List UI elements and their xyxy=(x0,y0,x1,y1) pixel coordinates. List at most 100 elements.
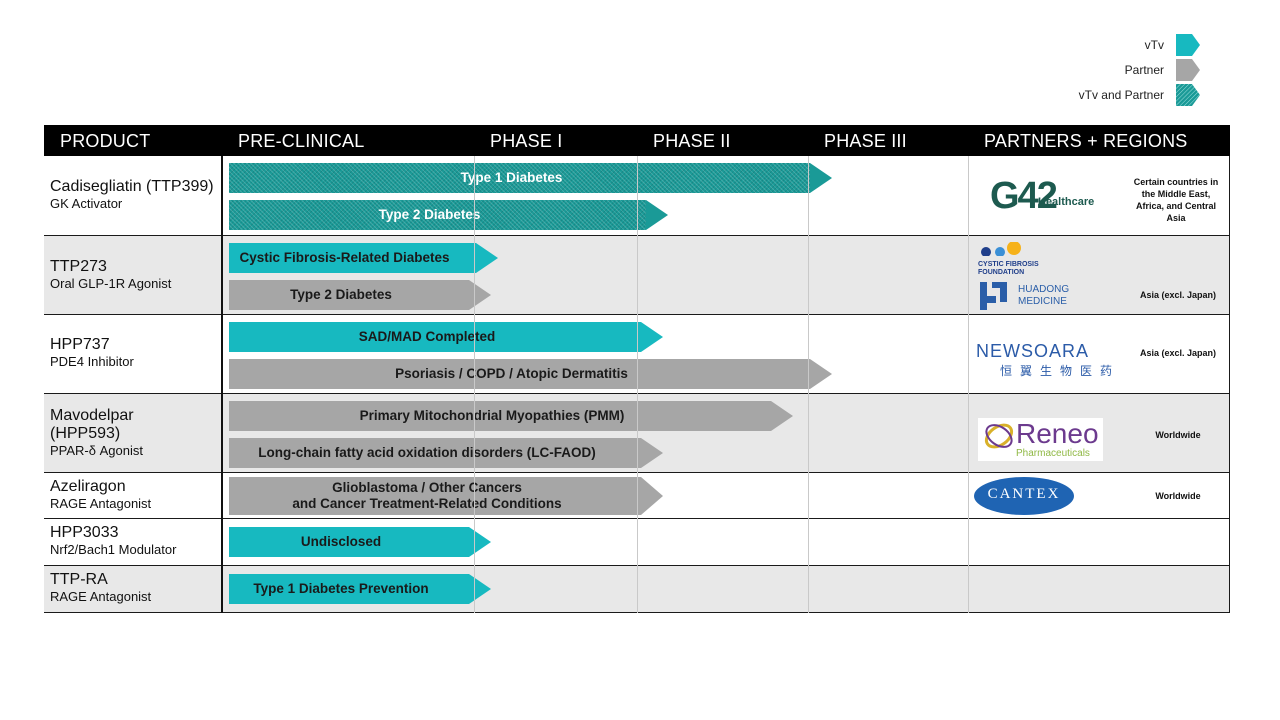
column-divider xyxy=(637,156,638,613)
program-label: Glioblastoma / Other Cancers and Cancer … xyxy=(292,480,577,512)
partner-region: Worldwide xyxy=(1155,491,1201,501)
product-mechanism: RAGE Antagonist xyxy=(50,496,152,511)
huadong-mark-icon xyxy=(980,282,1007,310)
legend: vTv Partner vTv and Partner xyxy=(1079,32,1200,107)
arrow-head-icon xyxy=(810,163,832,193)
cff-circles-icon xyxy=(981,241,1021,257)
program-label: Psoriasis / COPD / Atopic Dermatitis xyxy=(395,366,628,381)
program-bar: Psoriasis / COPD / Atopic Dermatitis xyxy=(229,359,832,389)
product-cell: Azeliragon RAGE Antagonist xyxy=(50,478,151,511)
program-bar: Type 1 Diabetes xyxy=(229,163,832,193)
partner-logo-huadong: HUADONG MEDICINE xyxy=(978,280,1078,312)
arrow-head-icon xyxy=(469,280,491,310)
table-header: PRODUCT PRE-CLINICAL PHASE I PHASE II PH… xyxy=(44,125,1230,156)
program-label: Long-chain fatty acid oxidation disorder… xyxy=(258,445,596,460)
pipeline-table: PRODUCT PRE-CLINICAL PHASE I PHASE II PH… xyxy=(44,125,1230,613)
program-bar: Type 2 Diabetes xyxy=(229,280,491,310)
product-name: TTP273 xyxy=(50,258,107,275)
program-bar: Undisclosed xyxy=(229,527,491,557)
arrow-head-icon xyxy=(469,574,491,604)
product-mechanism: Oral GLP-1R Agonist xyxy=(50,276,172,291)
product-name: HPP737 xyxy=(50,336,110,353)
product-cell: Cadisegliatin (TTP399) GK Activator xyxy=(50,178,214,211)
g42-logo-sub: Healthcare xyxy=(1038,196,1095,208)
newsoara-logo-sub: 恒翼生物医药 xyxy=(1000,364,1121,378)
product-cell: TTP-RA RAGE Antagonist xyxy=(50,571,151,604)
column-header-phase-1: PHASE I xyxy=(490,131,563,151)
product-mechanism: PPAR-δ Agonist xyxy=(50,443,143,458)
column-divider xyxy=(474,156,475,613)
arrow-head-icon xyxy=(646,200,668,230)
program-bar: Glioblastoma / Other Cancers and Cancer … xyxy=(229,477,663,515)
program-bar: Primary Mitochondrial Myopathies (PMM) xyxy=(229,401,793,431)
program-label: Cystic Fibrosis-Related Diabetes xyxy=(239,250,450,265)
partner-logo-cantex: CANTEX xyxy=(974,477,1074,515)
program-label: Primary Mitochondrial Myopathies (PMM) xyxy=(359,408,625,423)
arrow-head-icon xyxy=(771,401,793,431)
legend-item-vtv: vTv xyxy=(1079,32,1200,57)
product-mechanism: GK Activator xyxy=(50,196,123,211)
partner-region: Worldwide xyxy=(1155,430,1201,440)
column-header-partners-regions: PARTNERS + REGIONS xyxy=(984,131,1188,151)
legend-arrow-teal-icon xyxy=(1176,33,1200,56)
g42-logo-mark: G42 xyxy=(990,175,1058,217)
arrow-head-icon xyxy=(810,359,832,389)
column-divider xyxy=(221,156,223,613)
program-label: Type 1 Diabetes Prevention xyxy=(253,581,429,596)
program-label: Type 2 Diabetes xyxy=(378,207,481,222)
partner-logo-g42: G42 Healthcare xyxy=(990,177,1095,215)
column-header-phase-2: PHASE II xyxy=(653,131,731,151)
program-label-line-2: and Cancer Treatment-Related Conditions xyxy=(292,496,562,511)
legend-arrow-gray-icon xyxy=(1176,58,1200,81)
legend-item-partner: Partner xyxy=(1079,57,1200,82)
partner-logo-newsoara: NEWSOARA 恒翼生物医药 xyxy=(976,341,1120,379)
product-mechanism: PDE4 Inhibitor xyxy=(50,354,134,369)
column-divider xyxy=(808,156,809,613)
legend-label: vTv xyxy=(1144,37,1164,52)
program-label: Undisclosed xyxy=(300,534,382,549)
arrow-head-icon xyxy=(641,438,663,468)
product-name: Mavodelpar (HPP593) xyxy=(50,407,134,442)
legend-item-vtv-and-partner: vTv and Partner xyxy=(1079,82,1200,107)
partner-logo-reneo: Reneo Pharmaceuticals xyxy=(978,418,1103,461)
table-right-border xyxy=(1229,156,1230,613)
legend-label: vTv and Partner xyxy=(1078,87,1164,102)
program-bar: Type 1 Diabetes Prevention xyxy=(229,574,491,604)
arrow-head-icon xyxy=(469,527,491,557)
product-mechanism: Nrf2/Bach1 Modulator xyxy=(50,542,177,557)
legend-label: Partner xyxy=(1124,62,1164,77)
program-label-line-1: Glioblastoma / Other Cancers xyxy=(332,480,522,495)
reneo-logo-text: Reneo xyxy=(1016,418,1099,449)
product-cell: HPP3033 Nrf2/Bach1 Modulator xyxy=(50,524,176,557)
product-cell: HPP737 PDE4 Inhibitor xyxy=(50,336,134,369)
column-header-product: PRODUCT xyxy=(60,131,151,151)
huadong-logo-text: HUADONG MEDICINE xyxy=(1018,284,1070,307)
partner-logo-cff: CYSTIC FIBROSIS FOUNDATION xyxy=(978,241,1042,277)
program-bar: Type 2 Diabetes xyxy=(229,200,668,230)
product-cell: TTP273 Oral GLP-1R Agonist xyxy=(50,258,171,291)
product-name: Cadisegliatin (TTP399) xyxy=(50,178,214,195)
partner-region: Asia (excl. Japan) xyxy=(1139,348,1217,358)
product-mechanism: RAGE Antagonist xyxy=(50,589,152,604)
partner-region: Certain countries in the Middle East, Af… xyxy=(1133,177,1219,223)
reneo-logo-sub: Pharmaceuticals xyxy=(1016,448,1090,459)
arrow-head-icon xyxy=(641,322,663,352)
program-label: Type 1 Diabetes xyxy=(460,170,563,185)
product-name: TTP-RA xyxy=(50,571,108,588)
program-bar: Cystic Fibrosis-Related Diabetes xyxy=(229,243,498,273)
partner-region: Asia (excl. Japan) xyxy=(1139,290,1217,300)
product-cell: Mavodelpar (HPP593) PPAR-δ Agonist xyxy=(50,407,170,458)
column-divider xyxy=(968,156,969,613)
column-header-phase-3: PHASE III xyxy=(824,131,907,151)
program-bar: SAD/MAD Completed xyxy=(229,322,663,352)
product-name: HPP3033 xyxy=(50,524,119,541)
program-label: Type 2 Diabetes xyxy=(290,287,392,302)
product-name: Azeliragon xyxy=(50,478,126,495)
column-header-preclinical: PRE-CLINICAL xyxy=(238,131,365,151)
newsoara-logo-text: NEWSOARA xyxy=(976,341,1090,361)
reneo-mark-icon xyxy=(984,423,1014,449)
legend-arrow-hatch-icon xyxy=(1176,83,1200,106)
arrow-head-icon xyxy=(476,243,498,273)
arrow-head-icon xyxy=(641,477,663,515)
program-bar: Long-chain fatty acid oxidation disorder… xyxy=(229,438,663,468)
